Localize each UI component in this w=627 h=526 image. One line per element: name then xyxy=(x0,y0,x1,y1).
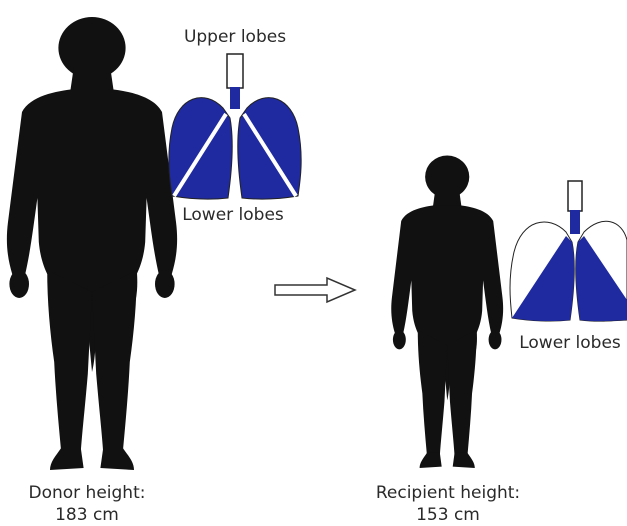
recipient-silhouette xyxy=(391,155,503,468)
donor-silhouette xyxy=(7,17,177,470)
arrow-right-icon xyxy=(275,278,355,302)
donor-lower-lobes-label: Lower lobes xyxy=(182,205,284,225)
recipient-lungs xyxy=(510,181,627,321)
recipient-height-value: 153 cm xyxy=(416,505,480,525)
recipient-lower-lobes-label: Lower lobes xyxy=(519,333,621,353)
donor-height-label: Donor height: xyxy=(29,483,146,503)
recipient-height-label: Recipient height: xyxy=(376,483,520,503)
donor-upper-lobes-label: Upper lobes xyxy=(184,27,286,47)
donor-height-value: 183 cm xyxy=(55,505,119,525)
donor-lungs xyxy=(169,54,301,199)
